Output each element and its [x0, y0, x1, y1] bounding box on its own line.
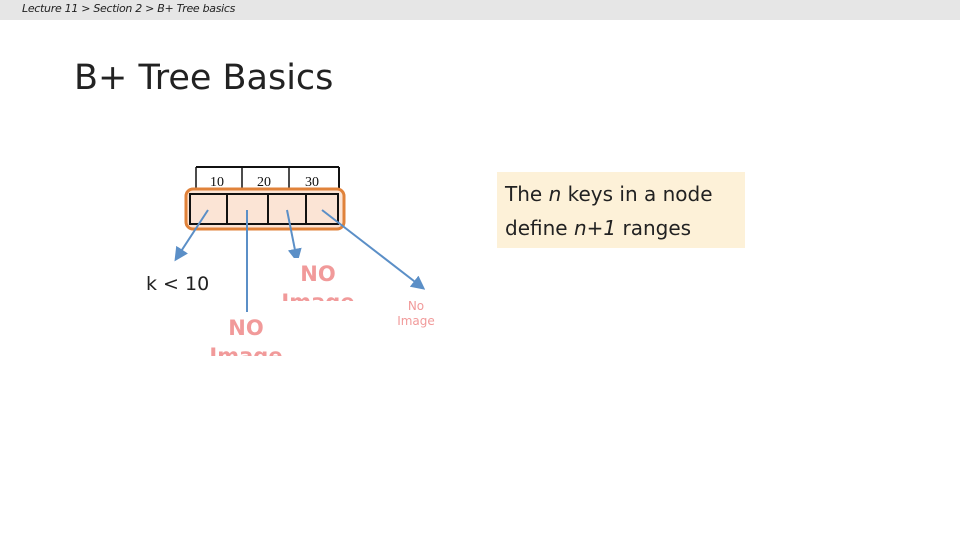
broken-image-2-line1: NO [228, 316, 263, 340]
pointer-highlight [184, 187, 346, 231]
pointer-cells [189, 193, 339, 225]
pointer-arrow-4 [321, 209, 426, 290]
broken-image-3-line2: Image [397, 314, 435, 328]
node-key-1: 10 [210, 175, 224, 190]
callout-line-1-em: n [548, 182, 562, 206]
pointer-arrow-3 [286, 209, 302, 263]
broken-image-3-line1: No [408, 299, 424, 313]
callout-line-1: The n keys in a node [505, 177, 737, 211]
broken-image-1-line1: NO [300, 262, 335, 286]
range-label-first: k < 10 [146, 273, 209, 295]
pointer-row [184, 187, 346, 231]
breadcrumb: Lecture 11 > Section 2 > B+ Tree basics [22, 2, 236, 15]
breadcrumb-bar: Lecture 11 > Section 2 > B+ Tree basics [0, 0, 960, 20]
broken-image-1: NO Image [270, 258, 364, 315]
callout-line-1-post: keys in a node [561, 182, 713, 206]
page-title: B+ Tree Basics [74, 58, 334, 98]
broken-image-3: No Image [384, 296, 446, 332]
node-key-2: 20 [257, 175, 271, 190]
callout-box: The n keys in a node define n+1 ranges [497, 172, 745, 248]
pointer-arrow-1 [174, 209, 209, 262]
node-key-3: 30 [305, 175, 319, 190]
callout-line-2: define n+1 ranges [505, 211, 737, 245]
broken-image-2: NO Image [196, 312, 296, 370]
callout-line-2-post: ranges [616, 216, 692, 240]
callout-line-2-em: n+1 [573, 216, 617, 240]
callout-line-1-pre: The [505, 182, 549, 206]
callout-line-2-pre: define [505, 216, 574, 240]
